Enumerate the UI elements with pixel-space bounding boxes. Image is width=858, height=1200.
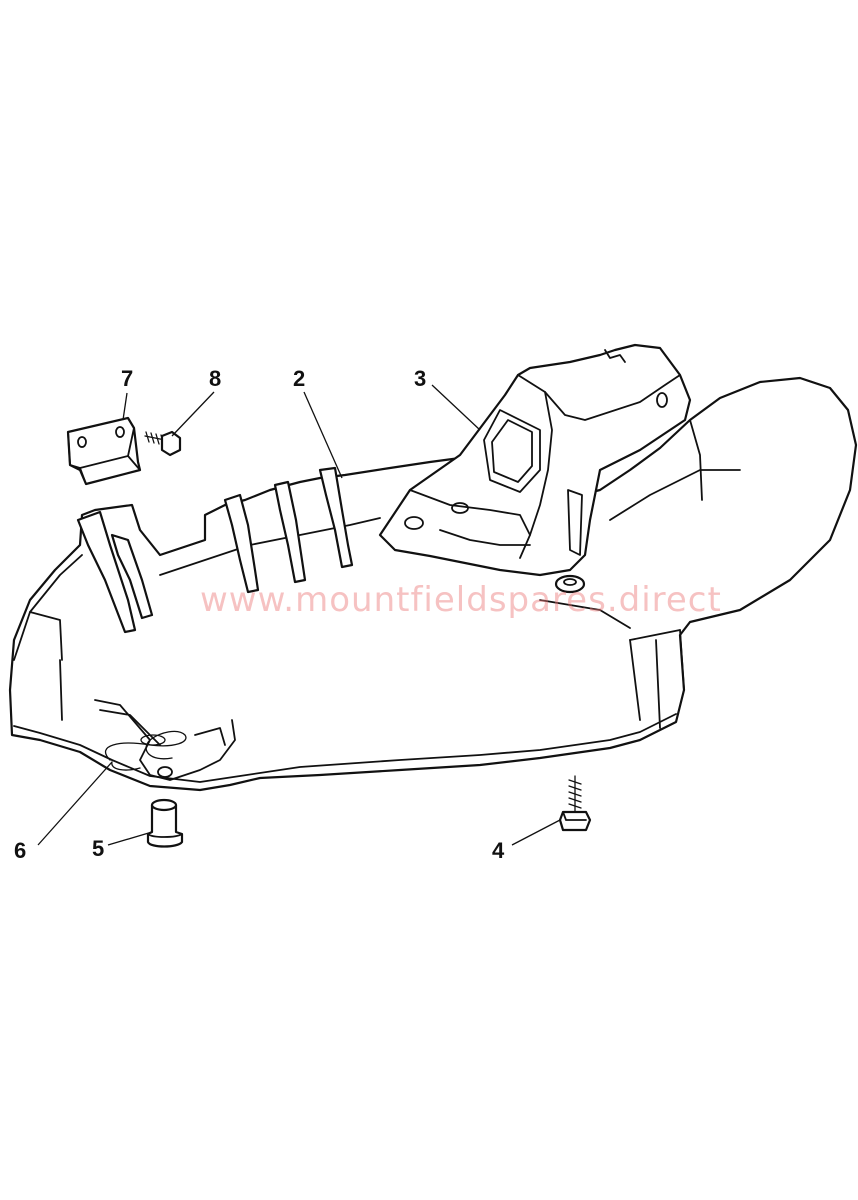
leader-lines xyxy=(37,384,561,846)
deck-housing xyxy=(8,376,858,792)
part-7-bracket xyxy=(66,416,142,486)
callout-5: 5 xyxy=(92,836,105,861)
callout-2: 2 xyxy=(293,366,306,391)
deck-ribs xyxy=(76,466,354,634)
callout-3: 3 xyxy=(414,366,427,391)
watermark-text: www.mountfieldspares.direct xyxy=(200,580,722,620)
callout-6: 6 xyxy=(14,838,27,863)
part-4-screw xyxy=(558,775,592,832)
callout-7: 7 xyxy=(121,366,134,391)
callout-4: 4 xyxy=(492,838,505,863)
part-8-screw xyxy=(144,430,182,457)
part-5-pin xyxy=(146,798,184,848)
callout-8: 8 xyxy=(209,366,222,391)
part-3-chute-housing xyxy=(378,343,692,594)
part-6-clip xyxy=(94,699,236,781)
